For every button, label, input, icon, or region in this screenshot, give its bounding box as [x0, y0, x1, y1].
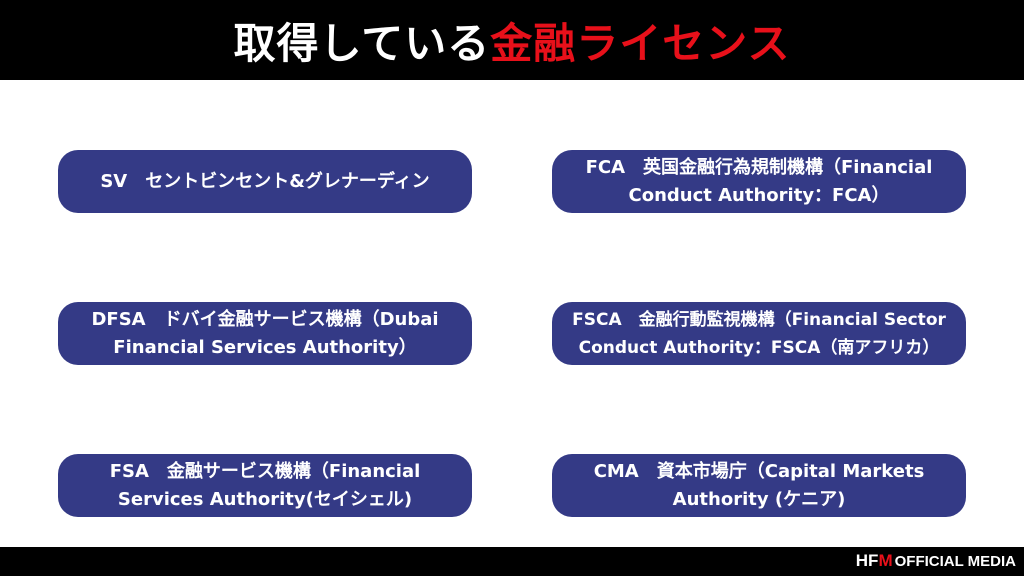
license-fsa-line-1: FSA 金融サービス機構（Financial: [109, 460, 421, 482]
license-fsca: FSCA 金融行動監視機構（Financial Sector Conduct A…: [552, 302, 966, 365]
license-fsa-line-2: Services Authority(セイシェル): [117, 488, 413, 510]
license-fsca-line-1: FSCA 金融行動監視機構（Financial Sector: [572, 309, 946, 330]
license-sv-line-1: SV セントビンセント&グレナーディン: [100, 170, 430, 192]
page-title-accent: 金融ライセンス: [490, 18, 791, 68]
license-fca: FCA 英国金融行為規制機構（Financial Conduct Authori…: [552, 150, 966, 213]
license-fca-line-2: Conduct Authority：FCA）: [628, 184, 890, 206]
footer-bar: HFM OFFICIAL MEDIA: [0, 547, 1024, 576]
license-cma: CMA 資本市場庁（Capital Markets Authority (ケニア…: [552, 454, 966, 517]
license-fsa: FSA 金融サービス機構（Financial Services Authorit…: [58, 454, 472, 517]
license-fca-line-1: FCA 英国金融行為規制機構（Financial: [585, 156, 933, 178]
license-dfsa: DFSA ドバイ金融サービス機構（Dubai Financial Service…: [58, 302, 472, 365]
hfm-logo-hf: HF: [855, 551, 879, 570]
license-dfsa-line-2: Financial Services Authority）: [113, 336, 417, 358]
official-media-label: OFFICIAL MEDIA: [894, 552, 1016, 570]
page-title: 取得している金融ライセンス: [234, 10, 791, 71]
brand-logo: HFM OFFICIAL MEDIA: [856, 551, 1016, 571]
title-bar: 取得している金融ライセンス: [0, 0, 1024, 80]
license-sv: SV セントビンセント&グレナーディン: [58, 150, 472, 213]
license-fsca-line-2: Conduct Authority：FSCA（南アフリカ）: [578, 337, 940, 358]
page-title-main: 取得している: [233, 18, 491, 68]
hfm-logo-mark: HFM: [856, 551, 893, 571]
license-cma-line-2: Authority (ケニア): [672, 488, 846, 510]
license-cma-line-1: CMA 資本市場庁（Capital Markets: [593, 460, 925, 482]
hfm-logo-m: M: [878, 551, 893, 570]
license-dfsa-line-1: DFSA ドバイ金融サービス機構（Dubai: [91, 308, 439, 330]
